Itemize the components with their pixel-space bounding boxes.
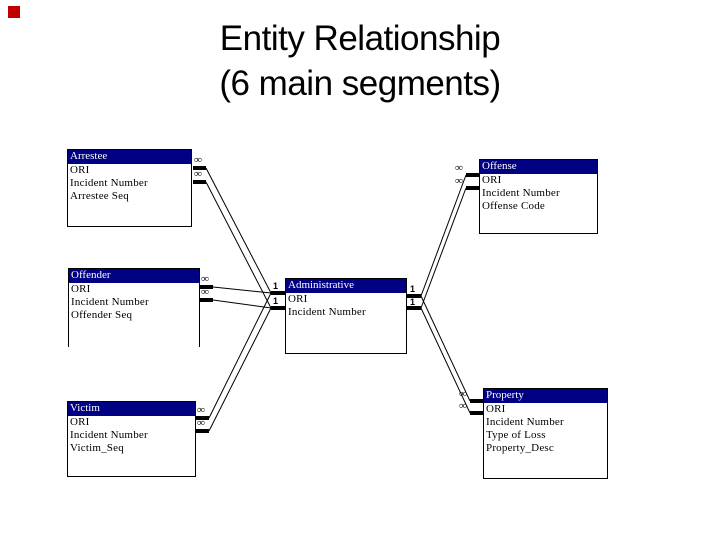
entity-administrative-field-incident-number: Incident Number [288, 306, 366, 318]
entity-property-header: Property [484, 389, 607, 403]
entity-arrestee-field-incident-number: Incident Number [70, 177, 148, 189]
cardinality-one-admin-right-lower: 1 [410, 297, 416, 307]
page-title-line1: Entity Relationship [219, 19, 501, 58]
entity-victim-field-incident-number: Incident Number [70, 429, 148, 441]
entity-victim-field-ori: ORI [70, 416, 90, 428]
cardinality-one-admin-left-lower: 1 [273, 296, 279, 306]
connector-offense-administrative [420, 173, 479, 309]
page-title-line2: (6 main segments) [219, 64, 501, 103]
cardinality-many-victim-lower: ∞ [197, 417, 205, 429]
entity-property: Property ORI Incident Number Type of Los… [483, 388, 608, 479]
entity-victim-field-victim-seq: Victim_Seq [70, 442, 124, 454]
connector-property-administrative [420, 295, 483, 415]
page-title: Entity Relationship (6 main segments) [0, 16, 720, 106]
cardinality-many-offender-lower: ∞ [201, 286, 209, 298]
entity-offender-field-ori: ORI [71, 283, 91, 295]
cardinality-many-arrestee-upper: ∞ [194, 154, 202, 166]
administrative-anchors [271, 291, 421, 310]
entity-property-field-incident-number: Incident Number [486, 416, 564, 428]
entity-offender-field-offender-seq: Offender Seq [71, 309, 133, 321]
entity-offense-field-offense-code: Offense Code [482, 200, 545, 212]
cardinality-many-offense-upper: ∞ [455, 162, 463, 174]
entity-offense-header: Offense [480, 160, 597, 174]
entity-victim: Victim ORI Incident Number Victim_Seq [67, 401, 196, 477]
cardinality-many-property-lower: ∞ [459, 400, 467, 412]
connector-arrestee-administrative [193, 166, 272, 309]
entity-offense: Offense ORI Incident Number Offense Code [479, 159, 598, 234]
entity-property-field-type-of-loss: Type of Loss [486, 429, 546, 441]
cardinality-one-admin-left-upper: 1 [273, 281, 279, 291]
entity-offense-field-ori: ORI [482, 174, 502, 186]
entity-property-field-property-desc: Property_Desc [486, 442, 554, 454]
cardinality-many-property-upper: ∞ [459, 388, 467, 400]
entity-arrestee: Arrestee ORI Incident Number Arrestee Se… [67, 149, 192, 227]
entity-arrestee-field-arrestee-seq: Arrestee Seq [70, 190, 129, 202]
entity-offender-header: Offender [69, 269, 199, 283]
connector-victim-administrative [196, 292, 272, 433]
entity-administrative-field-ori: ORI [288, 293, 308, 305]
entity-administrative: Administrative ORI Incident Number [285, 278, 407, 354]
entity-offense-field-incident-number: Incident Number [482, 187, 560, 199]
cardinality-many-victim-upper: ∞ [197, 404, 205, 416]
cardinality-one-admin-right-upper: 1 [410, 284, 416, 294]
connector-offender-administrative [200, 285, 272, 309]
cardinality-many-arrestee-lower: ∞ [194, 168, 202, 180]
entity-arrestee-header: Arrestee [68, 150, 191, 164]
entity-administrative-header: Administrative [286, 279, 406, 293]
entity-offender: Offender ORI Incident Number Offender Se… [68, 268, 200, 347]
red-accent-square [8, 6, 20, 18]
entity-offender-field-incident-number: Incident Number [71, 296, 149, 308]
entity-arrestee-field-ori: ORI [70, 164, 90, 176]
cardinality-many-offender-upper: ∞ [201, 273, 209, 285]
entity-victim-header: Victim [68, 402, 195, 416]
cardinality-many-offense-lower: ∞ [455, 175, 463, 187]
entity-property-field-ori: ORI [486, 403, 506, 415]
